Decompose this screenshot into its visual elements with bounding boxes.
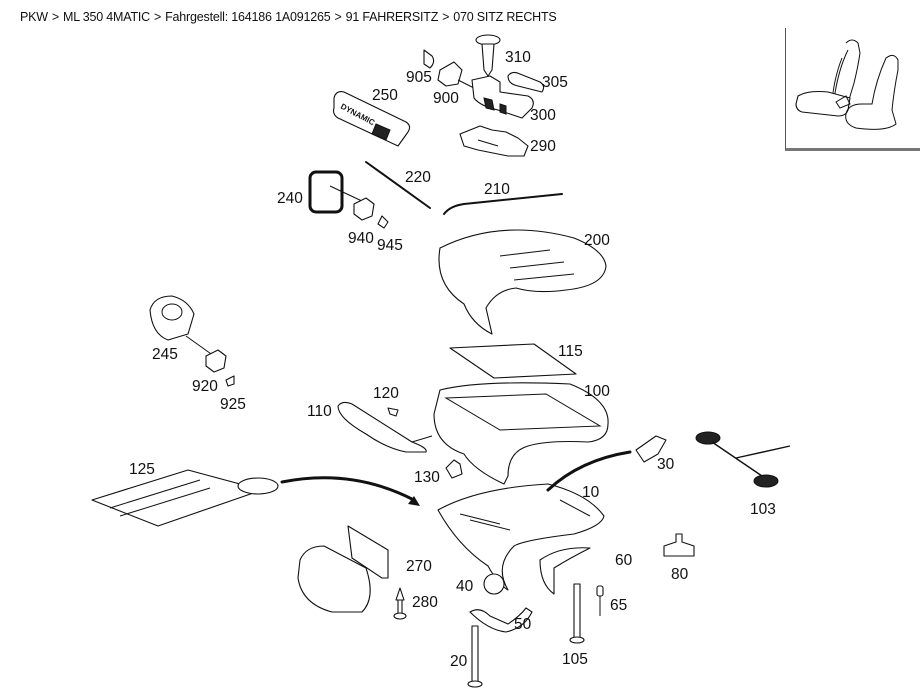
label-280[interactable]: 280 <box>412 594 438 611</box>
label-920[interactable]: 920 <box>192 378 218 395</box>
label-105[interactable]: 105 <box>562 651 588 668</box>
part-920-connector[interactable] <box>205 349 227 373</box>
part-945-plug[interactable] <box>377 215 389 229</box>
label-65[interactable]: 65 <box>610 597 627 614</box>
label-270[interactable]: 270 <box>406 558 432 575</box>
part-60-cover[interactable] <box>539 547 591 595</box>
part-105-screw[interactable] <box>569 583 585 644</box>
part-305-bulb[interactable] <box>507 71 545 93</box>
part-925-plug[interactable] <box>225 375 235 387</box>
part-103-cable-assembly[interactable] <box>695 431 791 488</box>
part-115-heating-mat[interactable] <box>449 343 577 379</box>
label-940[interactable]: 940 <box>348 230 374 247</box>
part-940-connector[interactable] <box>353 197 375 221</box>
part-120-clip[interactable] <box>387 407 399 417</box>
seat-thumbnail-icon <box>795 39 899 130</box>
label-945[interactable]: 945 <box>377 237 403 254</box>
label-905[interactable]: 905 <box>406 69 432 86</box>
breadcrumb-item-pkw[interactable]: PKW <box>20 10 48 24</box>
breadcrumb-item-group[interactable]: 91 FAHRERSITZ <box>345 10 439 24</box>
label-305[interactable]: 305 <box>542 74 568 91</box>
part-270-bracket[interactable] <box>347 525 389 579</box>
arrow-head-icon <box>408 496 420 506</box>
label-115[interactable]: 115 <box>558 343 583 360</box>
arrow-indicator <box>280 476 416 502</box>
breadcrumb-item-subgroup: 070 SITZ RECHTS <box>453 10 557 24</box>
breadcrumb-separator: > <box>442 10 450 24</box>
label-900[interactable]: 900 <box>433 90 459 107</box>
part-40-nut[interactable] <box>483 573 505 595</box>
breadcrumb-item-chassis[interactable]: Fahrgestell: 164186 1A091265 <box>165 10 331 24</box>
part-220-cable[interactable] <box>365 161 431 209</box>
part-65-pin[interactable] <box>596 585 604 616</box>
label-10[interactable]: 10 <box>582 484 600 501</box>
label-100[interactable]: 100 <box>584 383 610 400</box>
part-125-seat-mat[interactable] <box>91 469 279 527</box>
label-20[interactable]: 20 <box>450 653 468 670</box>
breadcrumb-item-model[interactable]: ML 350 4MATIC <box>62 10 150 24</box>
part-110-side-trim[interactable] <box>337 401 433 453</box>
label-310[interactable]: 310 <box>505 49 531 66</box>
part-310-clip[interactable] <box>475 34 501 77</box>
label-40[interactable]: 40 <box>456 578 474 595</box>
part-10-seat-frame[interactable] <box>437 483 605 591</box>
part-80-bracket[interactable] <box>663 533 695 557</box>
label-30[interactable]: 30 <box>657 456 675 473</box>
label-240[interactable]: 240 <box>277 190 303 207</box>
label-120[interactable]: 120 <box>373 385 399 402</box>
arrow-indicator <box>546 450 632 492</box>
label-290[interactable]: 290 <box>530 138 556 155</box>
label-210[interactable]: 210 <box>484 181 510 198</box>
part-245-switch[interactable] <box>149 295 215 357</box>
part-905-plug[interactable] <box>423 49 435 69</box>
breadcrumb-separator: > <box>154 10 162 24</box>
part-50-clamp[interactable] <box>469 607 533 633</box>
breadcrumb-separator: > <box>51 10 59 24</box>
label-300[interactable]: 300 <box>530 107 556 124</box>
part-30-trim[interactable] <box>635 435 667 463</box>
seat-overview-thumbnail[interactable] <box>785 28 920 151</box>
part-200-seat-cover[interactable] <box>438 229 607 335</box>
label-130[interactable]: 130 <box>414 469 440 486</box>
part-130-clip[interactable] <box>445 459 463 479</box>
part-20-screw[interactable] <box>467 625 483 688</box>
part-290-bracket[interactable] <box>459 125 529 157</box>
part-240-switch[interactable] <box>308 170 365 214</box>
part-210-wire[interactable] <box>443 193 563 215</box>
label-220[interactable]: 220 <box>405 169 431 186</box>
label-125[interactable]: 125 <box>129 461 155 478</box>
label-245[interactable]: 245 <box>152 346 178 363</box>
label-60[interactable]: 60 <box>615 552 633 569</box>
label-250[interactable]: 250 <box>372 87 398 104</box>
part-motor-housing <box>297 545 371 613</box>
label-50[interactable]: 50 <box>514 616 532 633</box>
label-80[interactable]: 80 <box>671 566 689 583</box>
label-200[interactable]: 200 <box>584 232 610 249</box>
part-280-screw[interactable] <box>393 587 407 620</box>
label-103[interactable]: 103 <box>750 501 776 518</box>
label-925[interactable]: 925 <box>220 396 246 413</box>
part-300-lamp[interactable] <box>471 75 534 119</box>
breadcrumb-separator: > <box>334 10 342 24</box>
part-100-cushion[interactable] <box>433 382 609 485</box>
breadcrumb: PKW>ML 350 4MATIC>Fahrgestell: 164186 1A… <box>20 10 557 24</box>
label-110[interactable]: 110 <box>307 403 332 420</box>
